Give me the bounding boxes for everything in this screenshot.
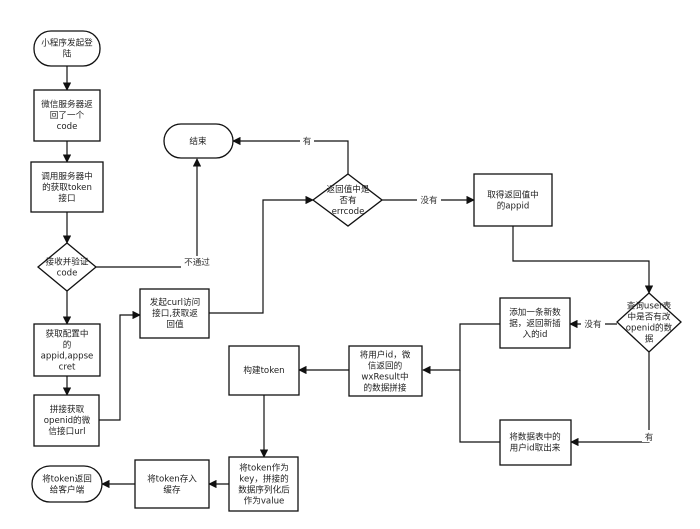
- label-has: 有: [303, 135, 312, 147]
- edge-fetch-to-concat: [459, 370, 500, 443]
- node-build-url-shape: [33, 394, 100, 447]
- node-end-shape: [163, 123, 234, 159]
- node-get-appid: 取得返回值中的appid: [487, 189, 539, 212]
- node-cache-token: 将token存入缓存: [147, 473, 197, 496]
- node-verify-code-shape: [36, 242, 98, 292]
- node-start-shape: [33, 30, 101, 67]
- node-concat-data-shape: [348, 345, 423, 397]
- node-add-record-shape: [499, 297, 571, 349]
- node-end: 结束: [189, 135, 207, 147]
- node-token-as-key-shape: [228, 456, 299, 512]
- edge-labels: 不通过 有 没有 没有 有: [181, 134, 656, 443]
- node-call-token-api-shape: [30, 161, 104, 213]
- edge-curl-to-check: [209, 195, 314, 314]
- node-add-record: 添加一条新数据，返回新插入的id: [509, 306, 561, 340]
- edge-query-to-fetch: [570, 352, 650, 447]
- node-build-token-shape: [228, 345, 300, 396]
- label-none-2: 没有: [584, 318, 602, 330]
- node-start: 小程序发起登陆: [41, 37, 93, 60]
- label-none: 没有: [420, 194, 438, 206]
- node-curl-request: 发起curl访问接口,获取返回值: [150, 296, 200, 330]
- node-query-user-shape: [616, 292, 682, 353]
- node-build-token: 构建token: [243, 364, 284, 376]
- node-check-errcode-shape: [311, 173, 384, 227]
- node-fetch-userid: 将数据表中的用户id取出来: [509, 431, 561, 454]
- node-curl-request-shape: [139, 288, 210, 339]
- node-wx-return-code-shape: [33, 89, 101, 142]
- label-has-2: 有: [645, 431, 654, 443]
- node-cache-token-shape: [134, 459, 210, 509]
- node-get-appid-shape: [473, 173, 553, 227]
- edge-build-url-to-curl: [99, 310, 141, 421]
- edge-appid-to-query: [512, 226, 654, 294]
- node-return-token: 将token返回给客户端: [42, 473, 92, 496]
- node-get-config-shape: [33, 323, 101, 377]
- edge-verify-to-end: [96, 158, 202, 268]
- node-return-token-shape: [31, 465, 103, 503]
- edge-check-to-end: [232, 136, 349, 174]
- edge-add-to-concat: [422, 323, 500, 375]
- label-not-passed: 不通过: [184, 256, 210, 268]
- node-fetch-userid-shape: [499, 419, 572, 466]
